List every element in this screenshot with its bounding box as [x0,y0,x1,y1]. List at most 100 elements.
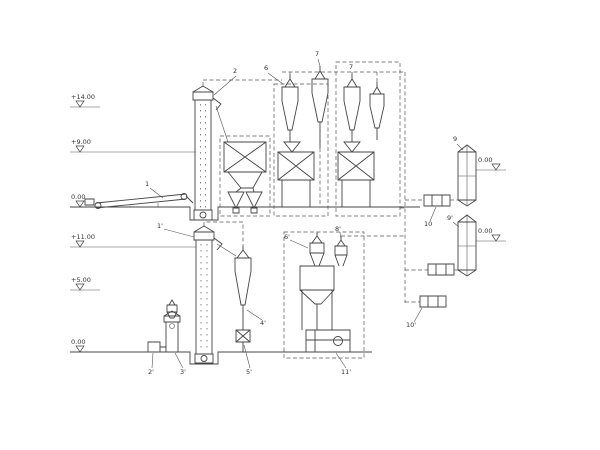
belt-conveyor [84,193,194,209]
elevation-markers-left: +14.00 +9.00 0.00 +11.00 +5.00 0.00 [71,93,95,353]
machine-body [337,151,375,207]
aspiration-enclosure [335,61,401,217]
bucket-belt [200,104,206,208]
svg-text:9: 9 [453,135,457,143]
equipment-tag-cyclone-7a: 7 [315,50,321,67]
ground-and-reference-lines [70,106,420,365]
equipment-tag-cyclone-6: 6 [264,64,284,85]
svg-text:6': 6' [284,233,290,241]
elevation-markers-right: 0.00 0.00 [476,156,506,242]
cyclone [369,82,385,140]
equipment-tag-elevator-a: 2 [213,67,237,96]
equipment-tag-feeder-5p: 5' [243,344,252,376]
twin-discharge-funnels [227,187,263,210]
elevator-head [193,225,215,241]
elevation-marker: 0.00 [476,156,506,171]
elevation-label: +5.00 [71,276,91,284]
rotary-feeder-5p [235,329,251,352]
mini-elevator-unit [147,299,181,353]
elevator-shaft [194,99,212,211]
svg-text:1': 1' [157,222,163,230]
elevation-label: +9.00 [71,138,91,146]
process-machine-b [337,141,375,207]
svg-text:10': 10' [406,321,416,329]
elevator-cyclone-duct [203,221,244,246]
mini-elevator [163,310,181,353]
cyclone [311,66,329,148]
equipment-tag-fan-10p: 10' [406,307,423,329]
aspiration-cyclones [281,66,385,148]
equipment-tag-unit-3p: 3' [174,352,186,376]
elevation-marker: 0.00 [71,193,85,208]
equipment-tag-filter-9p: 9' [447,214,460,228]
elevation-label: 0.00 [478,156,492,164]
elevation-label: 0.00 [478,227,492,235]
fan-unit [427,263,455,276]
feed-chute [216,243,237,257]
elevation-marker: 0.00 [71,338,85,353]
aspiration-ducts-lower [203,221,405,359]
elevator-boot [193,209,213,221]
sleeve-filter-9 [457,144,477,207]
boot-pulley [199,211,207,219]
svg-text:1: 1 [145,180,149,188]
elevation-marker: +14.00 [71,93,95,108]
equipment-tags: 1 2 6 7 7 9 9' 10 [145,50,464,376]
cyclone [281,74,299,142]
head-pulley [180,193,188,200]
elevator-aspiration-duct [202,79,282,86]
drive-unit [84,198,95,206]
svg-text:7: 7 [349,63,353,71]
feed-hopper [343,141,361,153]
equipment-tag-hopper-6p: 6' [284,233,309,249]
main-duct-trunk [282,71,406,303]
tail-pulley [94,202,102,209]
small-filter [334,236,348,267]
fan-unit-10 [423,194,451,207]
equipment-tag-cyclone-4p: 4' [246,309,266,327]
svg-text:2: 2 [233,67,237,75]
elevator-shaft [195,239,213,355]
small-cyclone [309,232,325,267]
mixer-motor [333,336,343,346]
elevator-boot [194,353,214,364]
discharge-valves [232,207,258,214]
feeder-box [147,341,166,353]
boot-pulley [200,355,208,362]
elevation-label: 0.00 [71,193,85,201]
equipment-tag-fan-10: 10 [424,206,437,228]
cyclone-duct-stems [289,66,378,82]
fan-filter-ducts [405,199,458,303]
aspiration-enclosure [283,231,365,359]
mini-cyclone [166,299,178,319]
machine-body [277,151,315,207]
hopper-6p [299,232,348,330]
elevation-label: 0.00 [71,338,85,346]
elevation-label: +11.00 [71,233,95,241]
upper-ground-line [70,206,420,221]
equipment-tag-mixer-11p: 11' [335,352,351,376]
bucket-belt [200,244,208,350]
svg-text:10: 10 [424,220,432,228]
head-pulley [169,323,175,329]
aspiration-ducts-upper [202,61,406,303]
svg-text:11': 11' [341,368,351,376]
sleeve-filter-9p [457,214,477,277]
aspiration-enclosure [219,135,271,217]
cyclone-4p [234,246,252,330]
equipment-tag-filter-8p: 8' [335,225,342,241]
fan-unit-10p [419,295,447,308]
equipment-tag-cyclone-7b: 7 [349,63,353,78]
mixer-body [305,329,351,353]
bucket-elevator-a [192,85,222,221]
svg-text:3': 3' [180,368,186,376]
elevation-marker: +9.00 [71,138,91,153]
elevation-marker: +11.00 [71,233,95,248]
feed-chute [215,105,229,143]
equipment-tag-conveyor: 1 [145,180,164,199]
elevator-head [192,85,214,101]
aspiration-ducts-right [405,199,458,303]
elevation-marker: +5.00 [71,276,91,291]
